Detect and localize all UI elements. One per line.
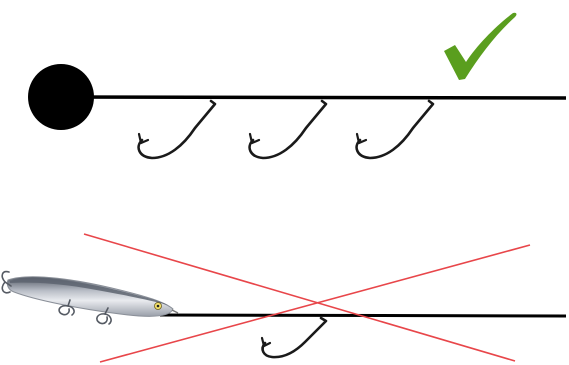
incorrect-rig — [2, 234, 566, 362]
hook — [357, 101, 433, 158]
cross-icon — [84, 234, 530, 362]
lure-icon — [2, 272, 178, 324]
hook — [262, 318, 326, 357]
correct-rig — [28, 13, 566, 158]
hook — [139, 101, 215, 158]
sinker-weight — [28, 64, 94, 130]
hook — [250, 101, 326, 158]
main-line — [60, 97, 566, 98]
checkmark-icon — [444, 13, 516, 80]
